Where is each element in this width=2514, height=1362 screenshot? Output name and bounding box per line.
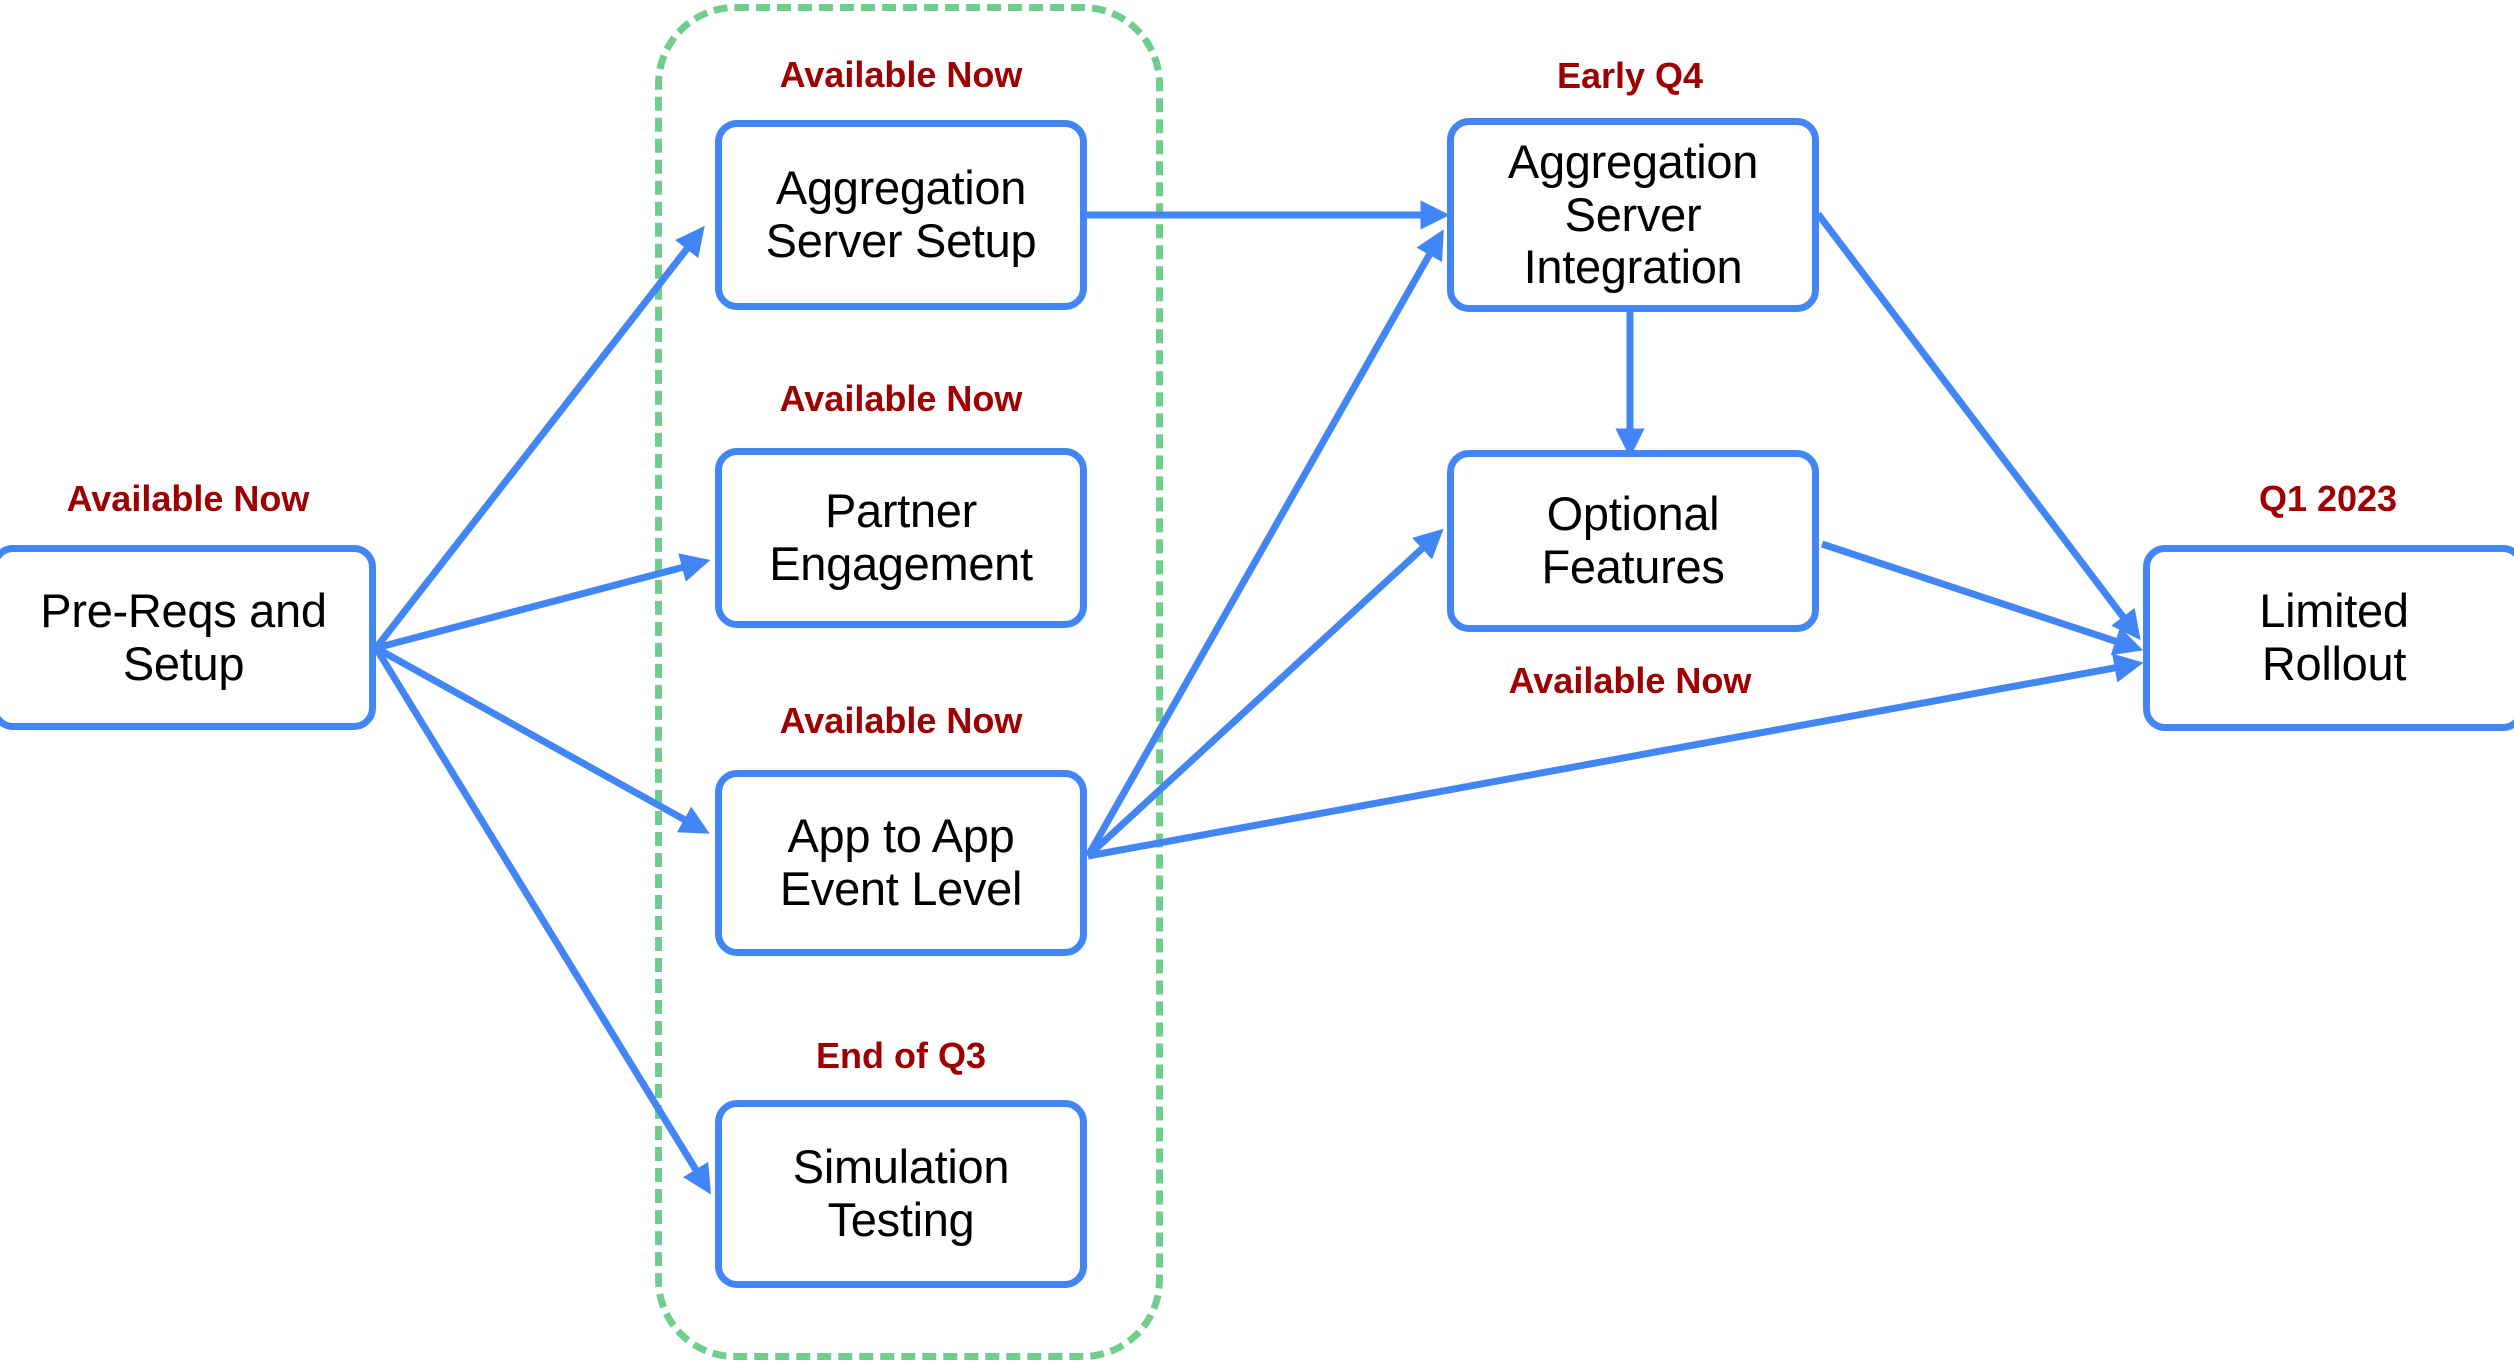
edge-prereqs-to-agg-setup [373,225,705,651]
node-simulation-testing[interactable]: Simulation Testing [715,1100,1087,1288]
milestone-aggregation-server-integration: Early Q4 [1556,55,1704,96]
milestone-simulation-testing: End of Q3 [816,1035,986,1076]
node-limited-rollout[interactable]: Limited Rollout [2143,545,2514,731]
edge-agg-integration-to-limited [1815,211,2141,641]
node-optional-features[interactable]: Optional Features [1447,450,1819,632]
node-aggregation-server-setup[interactable]: Aggregation Server Setup [715,120,1087,310]
milestone-prereqs: Available Now [66,478,310,519]
edge-prereqs-to-app-to-app [374,644,710,834]
milestone-limited-rollout: Q1 2023 [2258,478,2398,519]
node-aggregation-server-integration[interactable]: Aggregation Server Integration [1447,118,1819,312]
edge-optional-to-limited [1820,540,2144,656]
node-pre-reqs-and-setup[interactable]: Pre-Reqs and Setup [0,545,376,730]
edge-prereqs-to-partner [375,553,711,652]
node-app-to-app-event-level[interactable]: App to App Event Level [715,770,1087,956]
node-partner-engagement[interactable]: Partner Engagement [715,448,1087,628]
milestone-app-to-app-event-level: Available Now [779,700,1023,741]
milestone-partner-engagement: Available Now [779,378,1023,419]
milestone-optional-features: Available Now [1508,660,1752,701]
milestone-aggregation-server-setup: Available Now [779,54,1023,95]
